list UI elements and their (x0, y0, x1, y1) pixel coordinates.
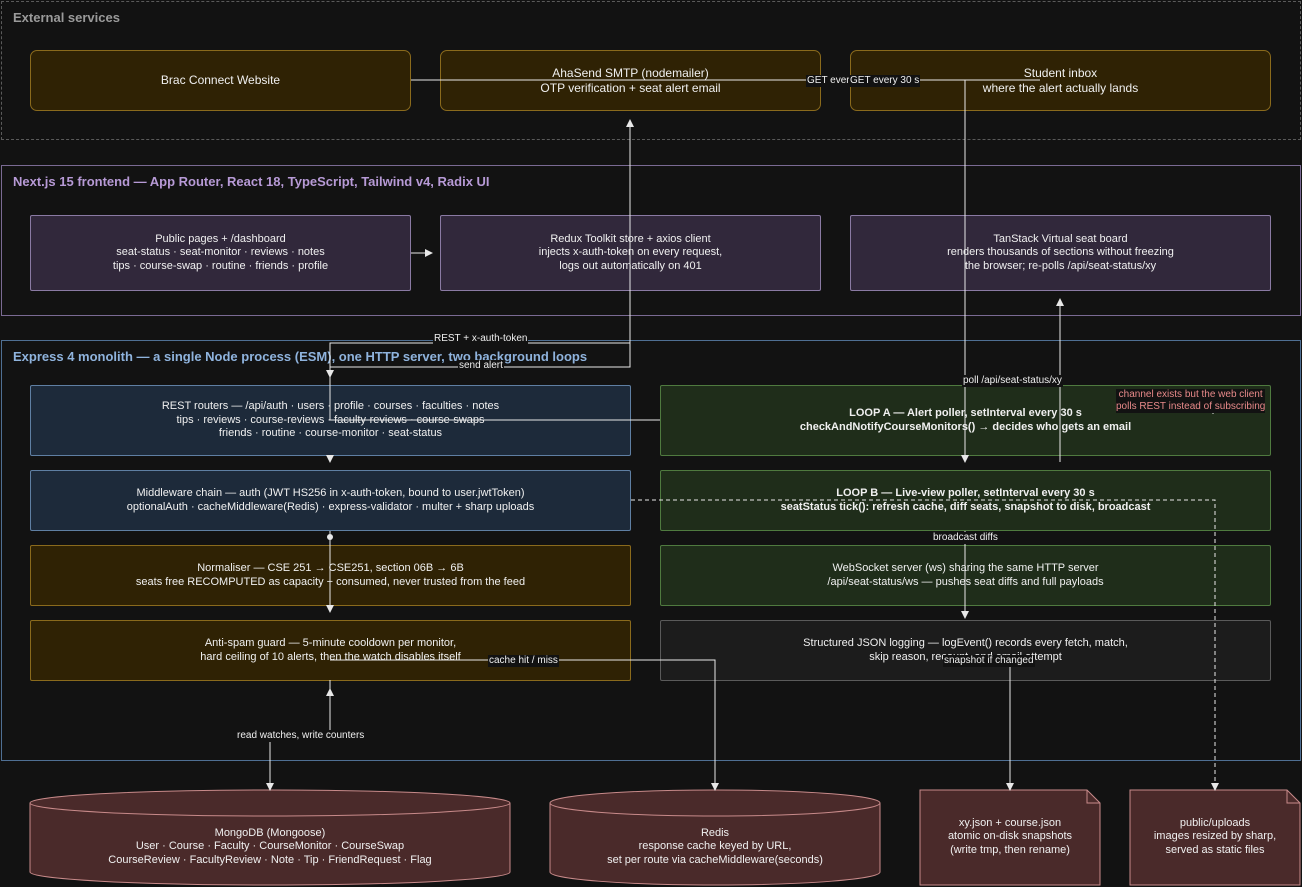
anti-spam-guard-node: Anti-spam guard — 5-minute cooldown per … (30, 620, 631, 681)
external-services-group: External services (1, 1, 1301, 140)
mongodb-text: MongoDB (Mongoose) User · Course · Facul… (30, 822, 510, 872)
backend-group: Express 4 monolith — a single Node proce… (1, 340, 1301, 761)
note-line1: channel exists but the web client (1118, 389, 1263, 400)
mongodb-line3: CourseReview · FacultyReview · Note · Ti… (108, 853, 432, 866)
edge-label-cache-hit: cache hit / miss (488, 655, 559, 667)
frontend-group-title: Next.js 15 frontend — App Router, React … (13, 174, 490, 189)
mongodb-title: MongoDB (Mongoose) (214, 826, 326, 839)
middleware-line2: optionalAuth · cacheMiddleware(Redis) · … (126, 500, 535, 513)
mongodb-line2: User · Course · Faculty · CourseMonitor … (135, 840, 405, 853)
xy-json-text: xy.json + course.json atomic on-disk sna… (920, 812, 1100, 862)
redis-title: Redis (700, 826, 730, 839)
uploads-document (1129, 789, 1301, 886)
xy-json-line2: atomic on-disk snapshots (947, 830, 1073, 843)
edge-label-rest-token: REST + x-auth-token (433, 333, 529, 345)
xy-json-line3: (write tmp, then rename) (950, 843, 1070, 856)
edge-middleware-to-uploads (631, 499, 1219, 791)
loop-b-line1: LOOP B — Live-view poller, setInterval e… (836, 487, 1095, 499)
logging-line1: Structured JSON logging — logEvent() rec… (803, 637, 1128, 649)
student-inbox-desc: where the alert actually lands (982, 80, 1139, 95)
xy-json-document (919, 789, 1101, 886)
edge-label-read-watches: read watches, write counters (236, 730, 366, 742)
mongodb-cylinder (29, 789, 511, 886)
edge-label-send-alert: send alert (458, 360, 504, 372)
uploads-title: public/uploads (1179, 816, 1251, 829)
edge-label-get-b: GET every 30 s (849, 75, 921, 87)
redis-line2: response cache keyed by URL, (638, 840, 792, 853)
edge-label-poll-xy: poll /api/seat-status/xy (962, 375, 1063, 387)
ahasend-desc: OTP verification + seat alert email (540, 80, 721, 95)
edge-middleware-to-redis (330, 659, 719, 791)
backend-group-title: Express 4 monolith — a single Node proce… (13, 349, 588, 364)
student-inbox-title: Student inbox (1023, 65, 1098, 80)
uploads-text: public/uploads images resized by sharp, … (1130, 812, 1300, 862)
tanstack-line3: the browser; re-polls /api/seat-status/x… (964, 259, 1157, 272)
anti-spam-line1: Anti-spam guard — 5-minute cooldown per … (204, 637, 457, 649)
edge-label-broadcast: broadcast diffs (932, 532, 999, 544)
websocket-channel-note: channel exists but the web client polls … (1116, 389, 1266, 413)
public-pages-title: Public pages + /dashboard (155, 232, 286, 245)
redis-line3: set per route via cacheMiddleware(second… (607, 853, 823, 866)
uploads-line3: served as static files (1165, 843, 1265, 856)
edge-alert-to-smtp (329, 119, 660, 421)
tanstack-line2: renders thousands of sections without fr… (947, 246, 1174, 259)
tanstack-title: TanStack Virtual seat board (993, 232, 1128, 245)
rest-routers-line3: friends · routine · course-monitor · sea… (218, 427, 443, 440)
public-pages-node: Public pages + /dashboard seat-status · … (30, 215, 411, 291)
json-logging-node: Structured JSON logging — logEvent() rec… (660, 620, 1271, 681)
middleware-line1: Middleware chain — auth (JWT HS256 in x-… (136, 487, 525, 499)
tanstack-seat-board-node: TanStack Virtual seat board renders thou… (850, 215, 1271, 291)
external-services-title: External services (13, 10, 120, 25)
junction-dot (327, 534, 333, 540)
middleware-chain-node: Middleware chain — auth (JWT HS256 in x-… (30, 470, 631, 531)
redis-cylinder (549, 789, 881, 886)
loop-b-line2: seatStatus tick(): refresh cache, diff s… (780, 500, 1151, 513)
uploads-line2: images resized by sharp, (1153, 830, 1277, 843)
redis-text: Redis response cache keyed by URL, set p… (550, 822, 880, 872)
frontend-group: Next.js 15 frontend — App Router, React … (1, 165, 1301, 316)
public-pages-line2: seat-status · seat-monitor · reviews · n… (116, 246, 325, 259)
brac-connect-label: Brac Connect Website (160, 73, 281, 87)
brac-connect-website-node: Brac Connect Website (30, 50, 411, 111)
note-line2: polls REST instead of subscribing (1116, 401, 1266, 412)
ahasend-title: AhaSend SMTP (nodemailer) (552, 65, 709, 80)
public-pages-line3: tips · course-swap · routine · friends ·… (112, 259, 329, 272)
edge-label-snapshot: snapshot if changed (943, 655, 1035, 667)
loop-b-node: LOOP B — Live-view poller, setInterval e… (660, 470, 1271, 531)
xy-json-title: xy.json + course.json (958, 816, 1062, 829)
